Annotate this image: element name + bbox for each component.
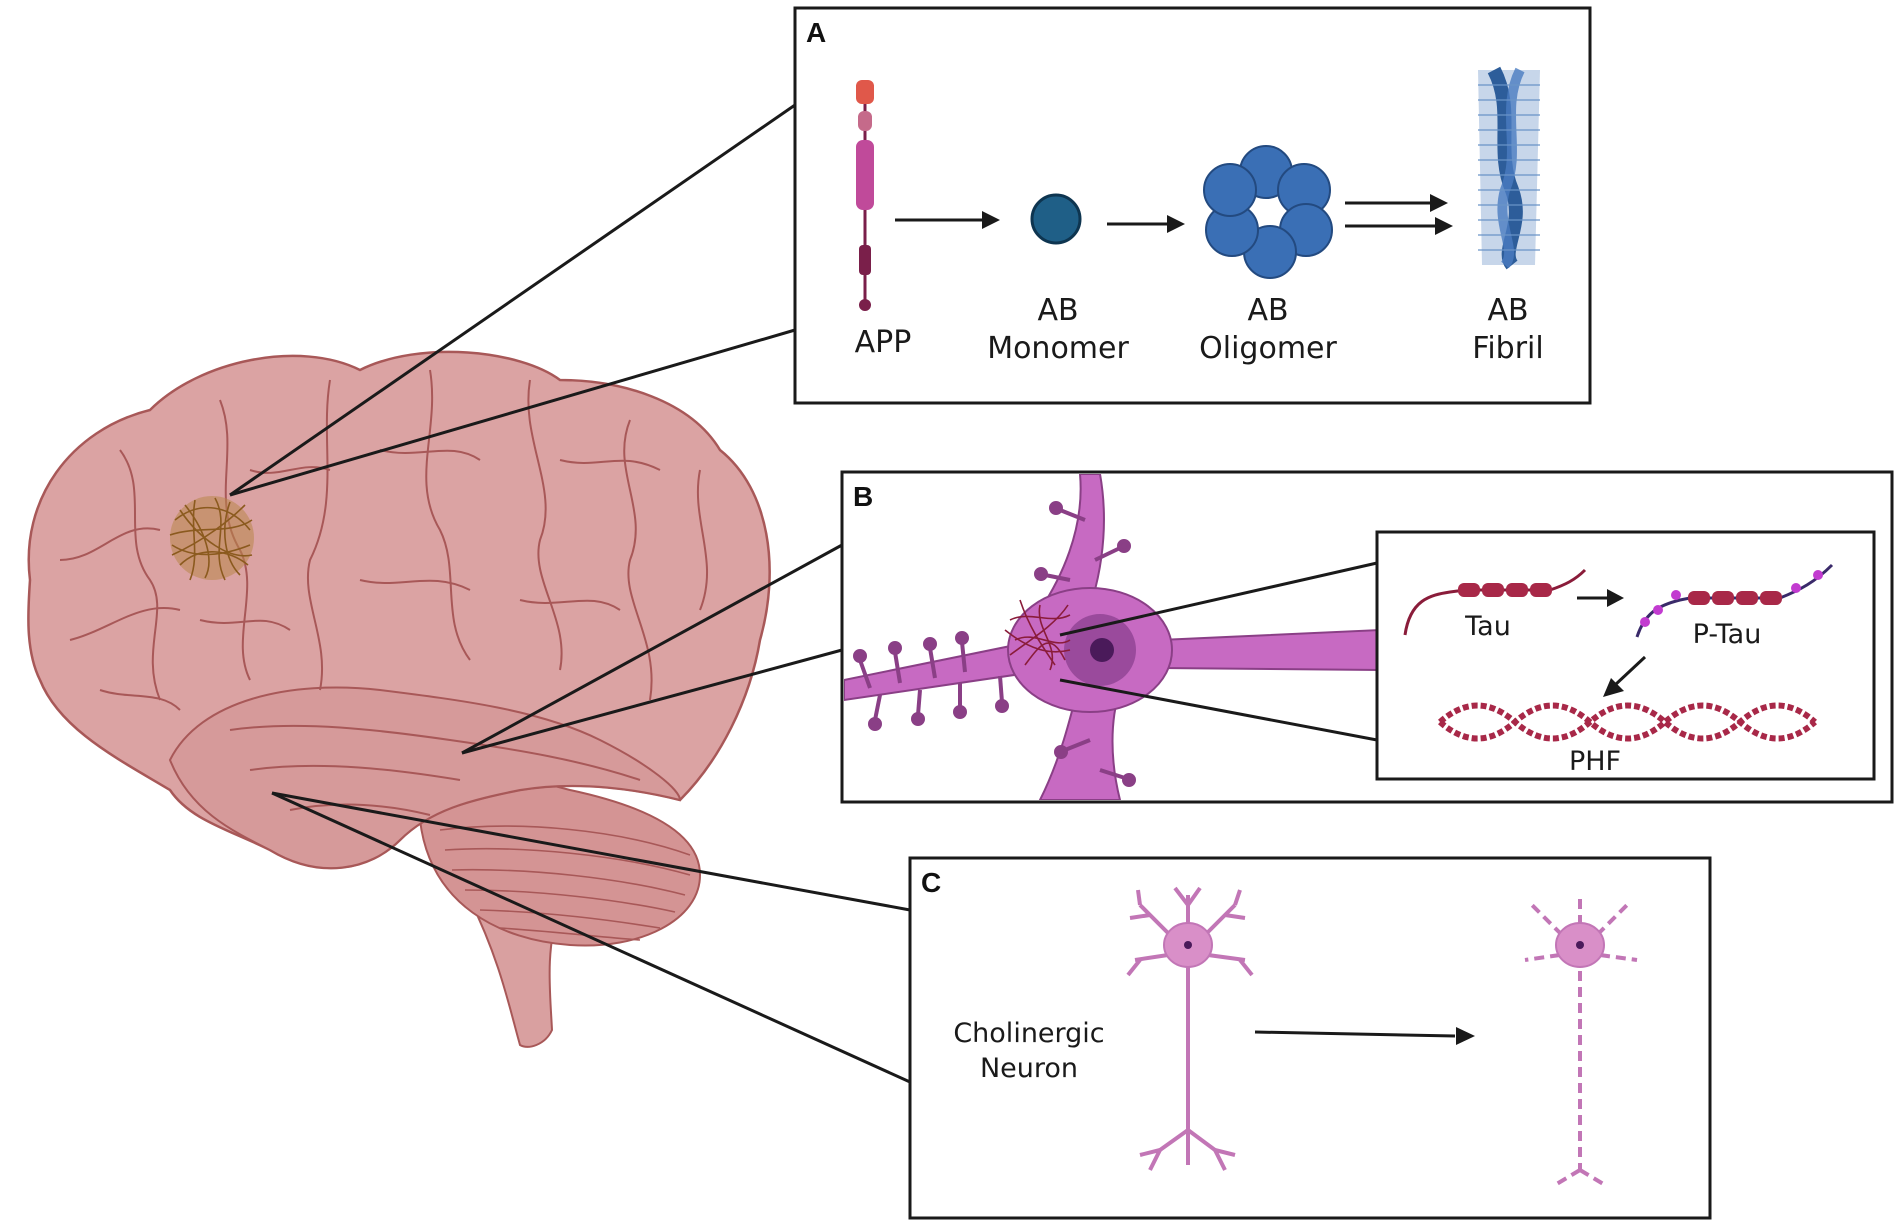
monomer-label-line1: AB	[1037, 293, 1078, 328]
fibril-label-line1: AB	[1487, 293, 1528, 328]
arrow-ptau-to-phf	[1603, 655, 1647, 697]
arrow-oligomer-to-fibril	[1345, 194, 1453, 235]
ptau-label: P-Tau	[1693, 619, 1762, 650]
monomer-icon	[1030, 193, 1082, 245]
degenerating-cholinergic-neuron	[1524, 895, 1638, 1187]
connector-lines	[229, 103, 911, 1084]
brain-illustration	[27, 350, 771, 1048]
inset-line-bottom	[1059, 678, 1378, 742]
neuron-with-tangle	[844, 474, 1381, 800]
amyloid-plaque	[169, 496, 254, 581]
cholinergic-label-line1: Cholinergic	[953, 1018, 1104, 1049]
arrow-tau-to-ptau	[1577, 589, 1624, 607]
ptau-protein-icon	[1635, 563, 1834, 638]
healthy-nucleus	[1184, 941, 1192, 949]
degenerating-nucleus	[1576, 941, 1584, 949]
tau-label: Tau	[1464, 611, 1511, 642]
cholinergic-label-line2: Neuron	[980, 1053, 1078, 1084]
panel-c: C Cholinergic Neuron	[908, 856, 1712, 1220]
app-protein-icon	[856, 80, 874, 311]
oligomer-label-line2: Oligomer	[1199, 331, 1337, 366]
tau-protein-icon	[1403, 568, 1587, 636]
phf-filament-icon	[1438, 702, 1817, 742]
fibril-icon	[1478, 66, 1540, 270]
tau-inset	[1375, 530, 1876, 781]
inset-line-top	[1059, 561, 1378, 637]
phf-label: PHF	[1569, 746, 1621, 777]
app-label: APP	[855, 325, 912, 360]
monomer-label-line2: Monomer	[987, 331, 1129, 366]
temporal-lobe	[168, 686, 682, 870]
oligomer-icon	[1203, 145, 1333, 279]
fibril-label-line2: Fibril	[1472, 331, 1543, 366]
arrow-app-to-monomer	[895, 211, 1000, 229]
healthy-cholinergic-neuron	[1126, 886, 1254, 1171]
panel-b-letter: B	[853, 481, 873, 512]
panel-c-letter: C	[921, 867, 941, 898]
panel-b: B	[840, 470, 1894, 804]
panel-a-letter: A	[806, 17, 826, 48]
oligomer-label-line1: AB	[1247, 293, 1288, 328]
cerebellum-folds	[439, 825, 691, 941]
arrow-monomer-to-oligomer	[1107, 215, 1185, 233]
arrow-degeneration	[1254, 1027, 1475, 1045]
panel-a: A APP AB Monomer	[793, 6, 1592, 405]
